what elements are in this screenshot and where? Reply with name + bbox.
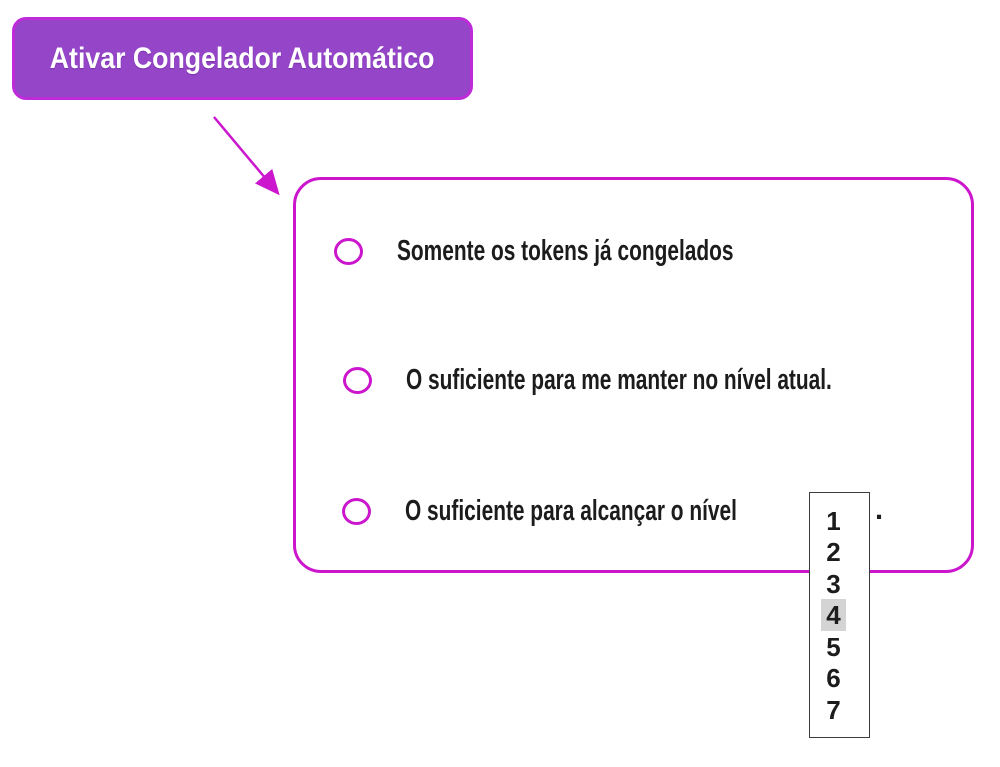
dropdown-option-5[interactable]: 5 xyxy=(826,631,841,662)
dropdown-option-7[interactable]: 7 xyxy=(826,694,841,725)
dropdown-option-3[interactable]: 3 xyxy=(826,568,841,599)
dropdown-option-2[interactable]: 2 xyxy=(826,537,841,568)
options-panel: Somente os tokens já congelados O sufici… xyxy=(293,177,974,573)
option-row-maintain-level[interactable]: O suficiente para me manter no nível atu… xyxy=(343,366,997,395)
dropdown-option-4[interactable]: 4 xyxy=(810,599,857,632)
arrow-line xyxy=(213,116,280,196)
option-row-reach-level[interactable]: O suficiente para alcançar o nível xyxy=(342,497,866,526)
activate-auto-freezer-label: Ativar Congelador Automático xyxy=(50,41,435,75)
radio-button-only-frozen[interactable] xyxy=(334,238,363,265)
dropdown-option-1[interactable]: 1 xyxy=(826,505,841,536)
activate-auto-freezer-button[interactable]: Ativar Congelador Automático xyxy=(12,17,473,100)
level-dropdown-list[interactable]: 1 2 3 4 5 6 7 xyxy=(809,492,870,738)
dropdown-option-6[interactable]: 6 xyxy=(826,663,841,694)
option-label-reach-level: O suficiente para alcançar o nível xyxy=(405,495,737,527)
option-label-only-frozen: Somente os tokens já congelados xyxy=(397,235,734,267)
radio-button-reach-level[interactable] xyxy=(342,498,371,525)
radio-button-maintain-level[interactable] xyxy=(343,367,372,394)
option-reach-level-suffix: . xyxy=(875,494,884,526)
option-row-only-frozen[interactable]: Somente os tokens já congelados xyxy=(334,237,864,266)
option-label-maintain-level: O suficiente para me manter no nível atu… xyxy=(406,364,832,396)
